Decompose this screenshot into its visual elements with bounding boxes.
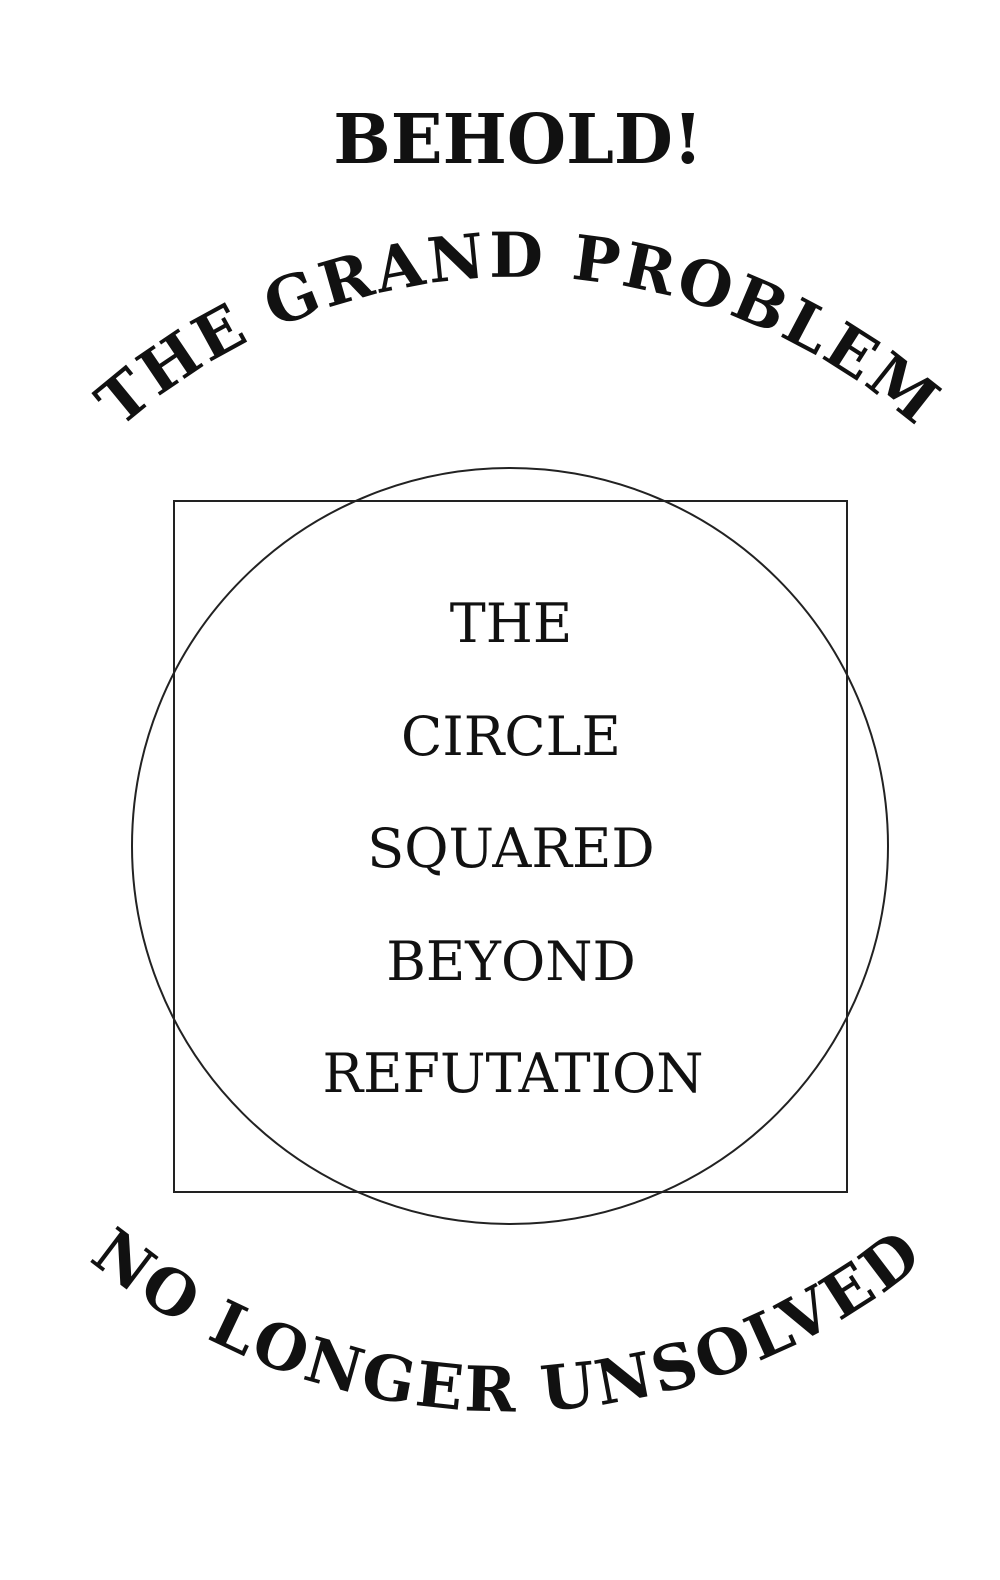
- top-arc-text: THE GRAND PROBLEM: [83, 219, 955, 440]
- center-line-5: REFUTATION: [322, 1042, 703, 1105]
- center-line-3: SQUARED: [367, 817, 654, 880]
- center-line-4: BEYOND: [386, 930, 636, 993]
- center-line-1: THE: [450, 592, 573, 655]
- bottom-arc-path: NO LONGER UNSOLVED: [79, 1214, 933, 1427]
- circle-shape: [131, 467, 889, 1225]
- center-line-2: CIRCLE: [401, 705, 621, 768]
- headline: BEHOLD!: [333, 100, 702, 180]
- square-shape: [173, 500, 848, 1193]
- top-arc-path: THE GRAND PROBLEM: [83, 219, 952, 440]
- bottom-arc-text: NO LONGER UNSOLVED: [79, 1214, 936, 1427]
